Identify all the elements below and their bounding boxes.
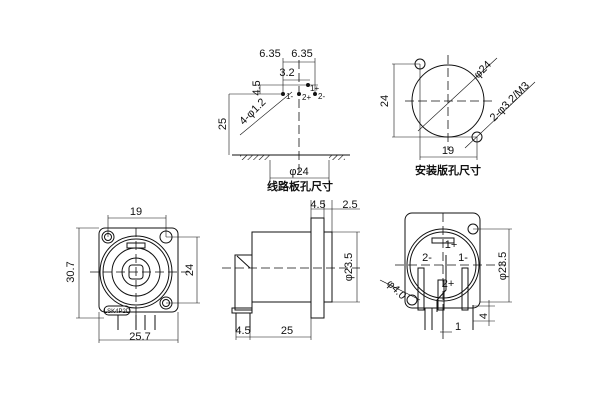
front-dim-width: 25.7	[129, 331, 150, 343]
side-dim-pin-offset: 4.5	[235, 325, 250, 337]
model-label: LSK4P2D	[104, 309, 131, 315]
dim-diameter: φ24	[289, 166, 308, 178]
pin-label-2-minus: 2-	[318, 92, 325, 101]
pcb-hole-title: 线路板孔尺寸	[267, 179, 333, 193]
front-dim-vertical-spacing: 24	[184, 264, 196, 276]
front-view: LSK4P2D 19 30.7 24 25.7	[65, 206, 200, 343]
side-dim-rear: 2.5	[342, 199, 357, 211]
side-dim-length: 25	[281, 325, 293, 337]
model-label-badge	[103, 305, 131, 316]
panel-dim-mount-holes: 2-φ3.2/M3	[488, 80, 532, 124]
dim-height-small: 4.5	[251, 80, 263, 95]
pin-hole-1-minus	[281, 92, 285, 96]
panel-hole-title: 安装版孔尺寸	[415, 163, 481, 177]
pin-label-1-minus: 1-	[286, 92, 293, 101]
rear-pin-label-2-plus: 2+	[442, 278, 455, 290]
front-dim-height: 30.7	[65, 261, 77, 282]
front-dim-hole-spacing: 19	[130, 206, 142, 218]
dim-pitch-left: 6.35	[259, 48, 280, 60]
side-view: 4.5 2.5 φ23.5 4.5 25	[222, 199, 360, 340]
rear-dim-pin-width: 1	[455, 321, 461, 333]
dim-pitch-right: 6.35	[291, 48, 312, 60]
front-flange	[98, 227, 179, 313]
pin-label-2-plus: 2+	[302, 93, 311, 102]
rear-view: 1+ 2- 1- 2+ φ4.0 φ23.5 4 1	[379, 212, 512, 340]
rear-dim-pin-height: 4	[478, 313, 490, 319]
pin-hole-1-plus	[306, 83, 310, 87]
rear-dim-diameter: φ23.5	[497, 252, 509, 281]
rear-pin-label-1-minus: 1-	[458, 252, 468, 264]
rear-pin-label-2-minus: 2-	[422, 252, 432, 264]
panel-dim-height: 24	[379, 95, 391, 107]
pin-label-1-plus: 1+	[310, 84, 319, 93]
rear-mount-hole	[406, 294, 418, 306]
pcb-hole-view: 6.35 6.35 3.2 4.5 4-φ1.2 25 φ24 1- 2+ 2-…	[217, 48, 350, 193]
panel-hole-view: 24 φ24 2-φ3.2/M3 19 安装版孔尺寸	[379, 55, 536, 177]
side-dim-flange: 4.5	[310, 199, 325, 211]
panel-dim-width: 19	[442, 145, 454, 157]
side-body	[251, 231, 312, 303]
hatch-left	[240, 155, 270, 160]
dim-height: 25	[217, 118, 229, 130]
side-dim-diameter: φ23.5	[343, 253, 355, 282]
pin-hole-2-plus	[297, 92, 301, 96]
pin-hole-2-minus	[313, 92, 317, 96]
hatch-right	[329, 155, 345, 160]
dim-hole: 4-φ1.2	[237, 96, 268, 127]
dim-offset: 3.2	[279, 67, 294, 79]
rear-pin-label-1-plus: 1+	[445, 239, 458, 251]
